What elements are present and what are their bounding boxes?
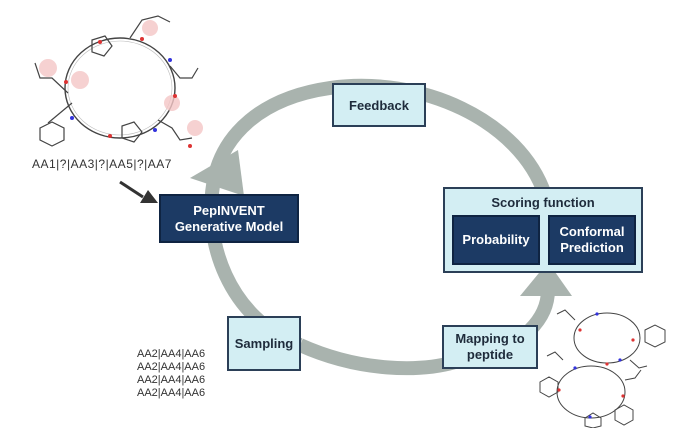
model-label-line1: PepINVENT xyxy=(193,202,265,218)
sample-sequence: AA2|AA4|AA6 xyxy=(137,361,206,373)
cycle-arrowhead-right xyxy=(520,262,572,296)
feedback-label: Feedback xyxy=(349,97,409,113)
sample-sequence: AA2|AA4|AA6 xyxy=(137,348,206,360)
sampling-box: Sampling xyxy=(227,316,301,371)
cycle-ring-left xyxy=(204,78,552,352)
sampled-sequences: AA2|AA4|AA6 AA2|AA4|AA6 AA2|AA4|AA6 AA2|… xyxy=(137,348,205,400)
cycle-ring-bottom xyxy=(297,338,457,376)
input-arrow-line xyxy=(119,180,144,199)
pepinvent-model-box: PepINVENT Generative Model xyxy=(159,194,299,243)
mapping-box: Mapping to peptide xyxy=(442,325,538,369)
conformal-label-line2: Prediction xyxy=(560,240,624,255)
sample-sequence: AA2|AA4|AA6 xyxy=(137,374,206,386)
sample-sequence: AA2|AA4|AA6 xyxy=(137,387,206,399)
cycle-arrowhead-left xyxy=(190,150,244,196)
probability-box: Probability xyxy=(452,215,540,265)
output-cyclic-peptides xyxy=(539,309,666,428)
feedback-box: Feedback xyxy=(332,83,426,127)
scoring-function-box: Scoring function Probability Conformal P… xyxy=(443,187,643,273)
sampling-label: Sampling xyxy=(234,336,294,351)
scoring-title: Scoring function xyxy=(491,195,595,210)
mapping-label-line1: Mapping to xyxy=(455,331,525,346)
conformal-label-line1: Conformal xyxy=(559,224,625,239)
mapping-label-line2: peptide xyxy=(466,347,514,362)
probability-label: Probability xyxy=(462,232,530,247)
conformal-prediction-box: Conformal Prediction xyxy=(548,215,636,265)
model-label-line2: Generative Model xyxy=(174,218,284,234)
input-cyclic-peptide xyxy=(34,15,203,148)
input-sequence: AA1|?|AA3|?|AA5|?|AA7 xyxy=(32,157,172,171)
input-arrowhead xyxy=(140,190,158,203)
